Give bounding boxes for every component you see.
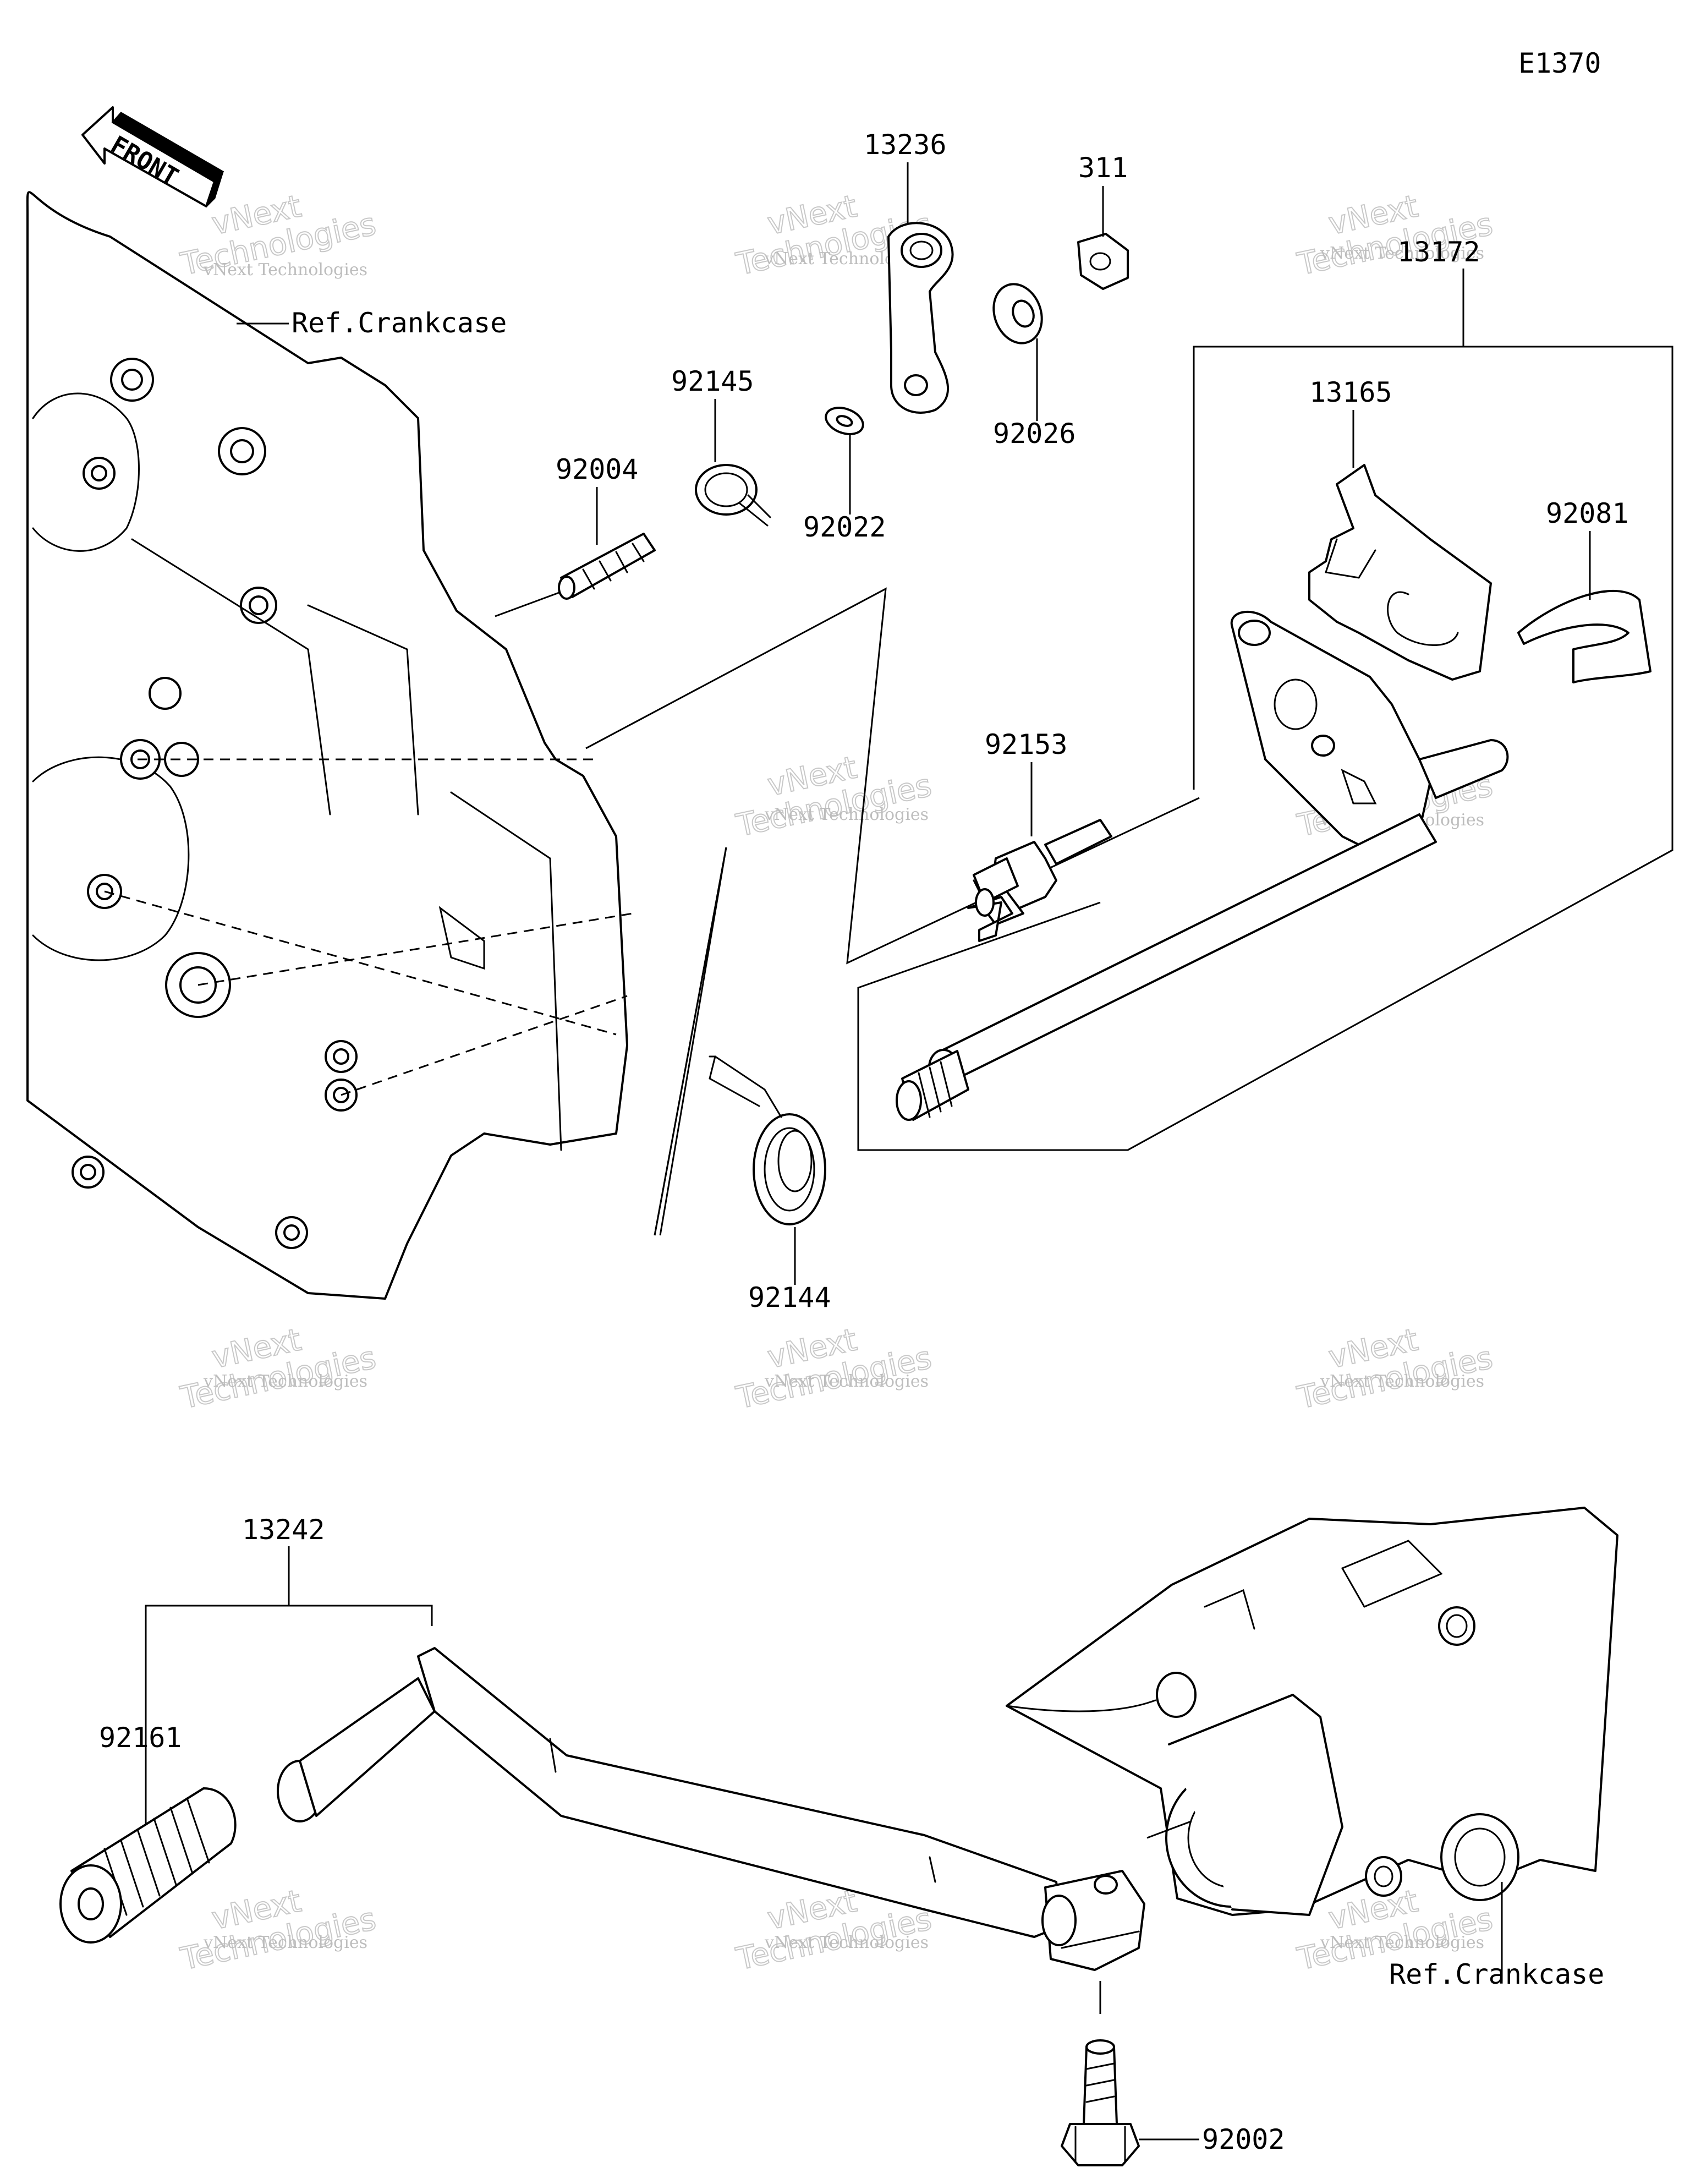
assembly-bracket-13242 (145, 1546, 433, 1849)
lever-13236 (887, 222, 954, 414)
part-number-92081: 92081 (1546, 497, 1629, 529)
part-number-13236: 13236 (864, 129, 947, 161)
bolt-92002 (1061, 1981, 1140, 2166)
alignment-lines (104, 588, 633, 1096)
pin-92004 (558, 533, 656, 600)
watermark-text: vNext Technologies (203, 1372, 367, 1391)
watermark-text: vNext Technologies (1320, 244, 1484, 263)
crankcase-lower (1006, 1507, 1618, 1916)
part-number-92145: 92145 (671, 365, 754, 397)
crankcase-upper (26, 191, 628, 1300)
shift-shaft-13172 (896, 610, 1509, 1121)
diagram-code: E1370 (1518, 47, 1601, 79)
part-number-311: 311 (1078, 152, 1128, 184)
watermark-text: vNext Technologies (764, 1933, 929, 1952)
assembly-bracket-13172 (857, 269, 1673, 1151)
leader-line (1146, 1820, 1192, 1839)
shift-pedal-13242 (277, 1647, 1145, 1971)
bracket-lines (585, 587, 1200, 1236)
spring-92145 (695, 464, 771, 527)
watermark-text: vNext Technologies (203, 1933, 367, 1952)
bolt-92153 (967, 819, 1112, 942)
clip-92081 (1517, 589, 1651, 683)
watermark-text: vNext Technologies (1320, 1933, 1484, 1952)
ref-crankcase-bottom: Ref.Crankcase (1389, 1958, 1604, 1990)
front-arrow-icon: FRONT (81, 106, 224, 207)
part-number-92004: 92004 (556, 453, 639, 485)
nut-311 (1077, 233, 1129, 290)
watermark-text: vNext Technologies (764, 805, 929, 824)
shift-pedal-rubber-92161 (59, 1787, 237, 1944)
part-number-92002: 92002 (1202, 2123, 1285, 2155)
watermark-text: vNext Technologies (203, 260, 367, 280)
part-number-13172: 13172 (1397, 236, 1480, 268)
part-number-92144: 92144 (748, 1282, 831, 1313)
part-number-13242: 13242 (242, 1514, 325, 1546)
watermark-text: vNext Technologies (764, 1372, 929, 1391)
watermark-text: vNext Technologies (1320, 1372, 1484, 1391)
part-number-92026: 92026 (993, 418, 1076, 450)
washer-92022 (825, 407, 864, 435)
part-number-92161: 92161 (99, 1722, 182, 1754)
part-number-92022: 92022 (803, 511, 886, 543)
part-number-13165: 13165 (1309, 376, 1392, 408)
ref-crankcase-top: Ref.Crankcase (292, 307, 507, 339)
spring-92144 (709, 1055, 826, 1225)
plate-13165 (1308, 464, 1492, 681)
part-number-92153: 92153 (985, 729, 1068, 760)
washer-92026 (992, 283, 1043, 344)
